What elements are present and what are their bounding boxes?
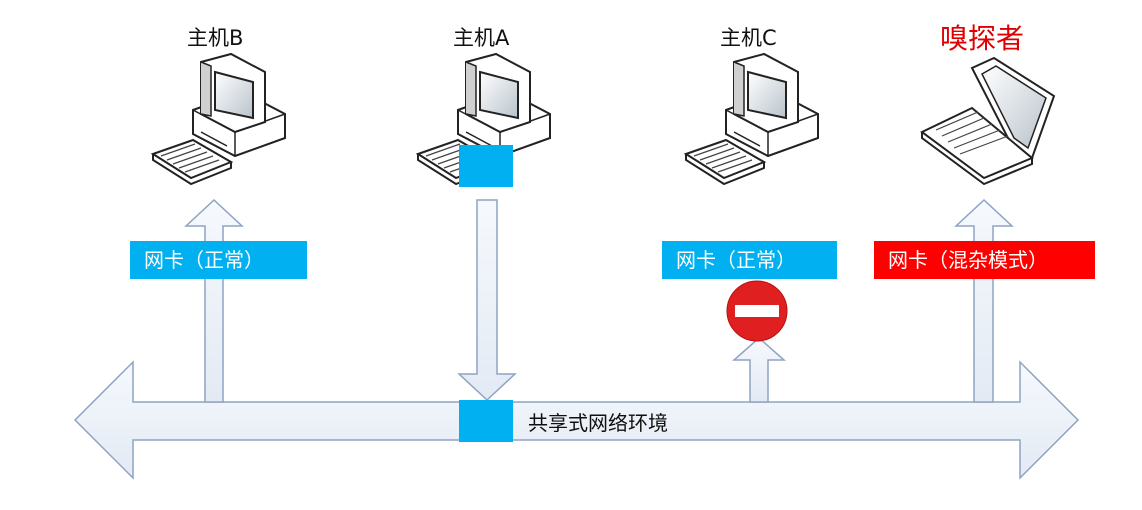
network-bus-arrow [73, 360, 1080, 480]
arrow-down-from-host-a [457, 199, 517, 402]
host-b-label: 主机B [187, 26, 244, 50]
host-a-label: 主机A [453, 26, 510, 50]
nic-host-b-normal: 网卡（正常） [130, 241, 307, 279]
arrow-up-to-host-b [184, 198, 244, 403]
desktop-computer-icon-host-c [683, 52, 819, 186]
host-c-label: 主机C [720, 26, 777, 50]
sniffer-label: 嗅探者 [940, 22, 1025, 55]
desktop-computer-icon-host-b [150, 52, 286, 186]
network-label: 共享式网络环境 [528, 411, 668, 435]
arrow-up-to-host-c-blocked [732, 337, 786, 403]
packet-at-host-a [459, 145, 513, 187]
nic-sniffer-promiscuous: 网卡（混杂模式） [874, 241, 1095, 279]
blocked-icon [726, 280, 788, 342]
packet-on-network [459, 400, 513, 442]
arrow-up-to-sniffer [954, 198, 1014, 403]
laptop-icon-sniffer [920, 56, 1056, 186]
nic-host-c-normal: 网卡（正常） [662, 241, 837, 279]
